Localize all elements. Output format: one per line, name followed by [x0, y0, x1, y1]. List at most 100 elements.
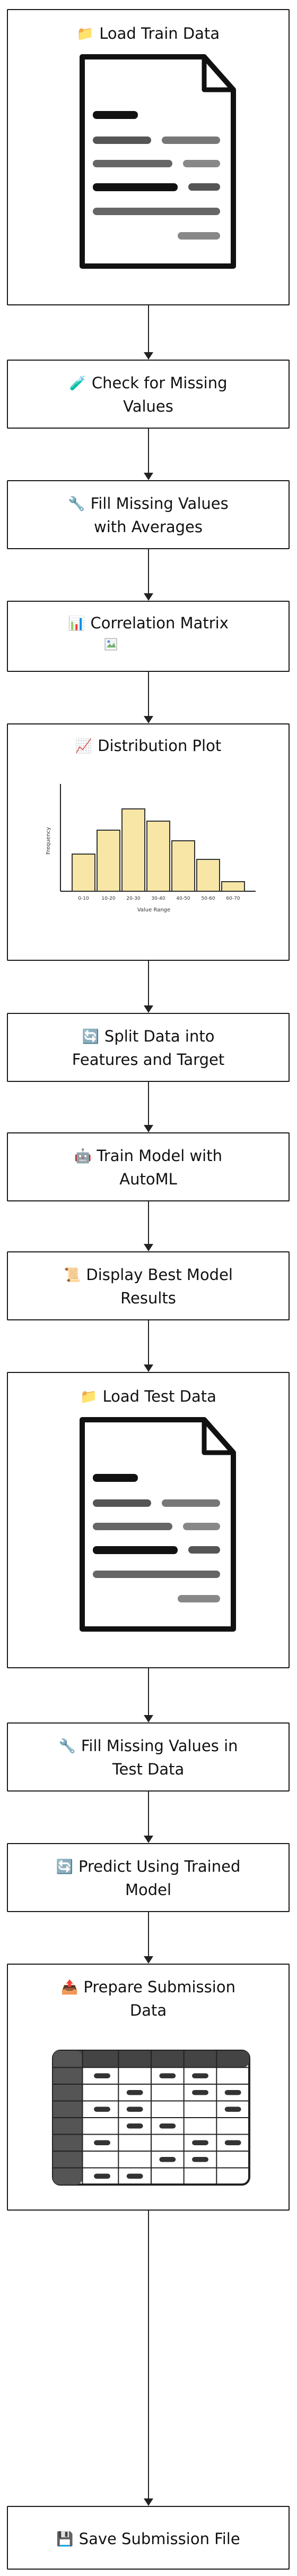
x-tick-label: 0-10 — [78, 896, 89, 901]
node-correlation-matrix: 📊Correlation Matrix — [7, 601, 290, 672]
node-label-line2: Features and Target — [72, 1051, 225, 1069]
sheet-cell-mark — [224, 2140, 241, 2145]
document-illustration — [80, 54, 236, 269]
document-illustration — [80, 1417, 236, 1632]
histogram-bar — [121, 808, 145, 892]
wrench-icon: 🔧 — [58, 1738, 76, 1754]
sheet-cell-mark — [224, 2106, 241, 2112]
sheet-cell-mark — [159, 2073, 176, 2078]
arrow-head — [144, 473, 153, 480]
node-label-line2: Results — [120, 1289, 176, 1307]
refresh-icon: 🔄 — [82, 1029, 99, 1045]
broken-image-icon — [104, 638, 117, 651]
sheet-cell-mark — [192, 2073, 208, 2078]
node-label: 📁Load Test Data — [8, 1385, 289, 1409]
robot-icon: 🤖 — [74, 1148, 92, 1164]
sheet-cell-mark — [192, 2090, 208, 2095]
node-distribution-plot: 📈Distribution Plot Frequency Value Range… — [7, 723, 290, 961]
sheet-cell-mark — [94, 2140, 110, 2145]
node-label-line2: Data — [129, 2001, 167, 2019]
sheet-cell-mark — [159, 2157, 176, 2162]
spreadsheet-illustration — [52, 2050, 250, 2186]
y-axis-label: Frequency — [46, 827, 51, 855]
flow-arrow — [148, 1201, 149, 1244]
flow-arrow — [148, 1912, 149, 1956]
sheet-cell-mark — [159, 2123, 176, 2129]
x-tick-label: 10-20 — [101, 896, 115, 901]
bar-chart-icon: 📊 — [68, 616, 85, 632]
floppy-disk-icon: 💾 — [56, 2531, 74, 2547]
flow-arrow — [148, 2211, 149, 2498]
flow-arrow — [148, 305, 149, 352]
node-label-line2: AutoML — [119, 1170, 177, 1188]
node-display-best-model: 📜Display Best Model Results — [7, 1251, 290, 1320]
sheet-cell-mark — [192, 2140, 208, 2145]
node-label: 🔄Split Data into — [8, 1025, 289, 1048]
flow-arrow — [148, 429, 149, 473]
flow-arrow — [148, 1082, 149, 1125]
node-label-line2: Values — [123, 397, 173, 415]
node-label-line2: Test Data — [112, 1760, 185, 1778]
flow-arrow — [148, 549, 149, 593]
histogram-bar — [97, 830, 120, 892]
node-label: 🔄Predict Using Trained — [8, 1855, 289, 1879]
flow-arrow — [148, 1792, 149, 1836]
histogram-bar — [196, 859, 220, 892]
arrow-head — [144, 1125, 153, 1132]
trend-chart-icon: 📈 — [75, 738, 93, 754]
wrench-icon: 🔧 — [68, 496, 85, 512]
test-tube-icon: 🧪 — [69, 376, 86, 391]
arrow-head — [144, 1005, 153, 1013]
sheet-cell-mark — [126, 2173, 143, 2179]
flow-arrow — [148, 961, 149, 1005]
node-label: 💾Save Submission File — [8, 2527, 289, 2551]
sheet-cell-mark — [224, 2090, 241, 2095]
arrow-head — [144, 1715, 153, 1722]
arrow-head — [144, 352, 153, 360]
node-label-line2: with Averages — [94, 518, 203, 536]
scroll-icon: 📜 — [64, 1267, 81, 1283]
sheet-cell-mark — [126, 2123, 143, 2129]
node-label: 🔧Fill Missing Values in — [8, 1734, 289, 1758]
x-tick-label: 30-40 — [151, 896, 165, 901]
node-fill-missing-values: 🔧Fill Missing Values with Averages — [7, 480, 290, 549]
arrow-head — [144, 2498, 153, 2506]
x-tick-label: 50-60 — [201, 896, 215, 901]
sheet-cell-mark — [126, 2090, 143, 2095]
node-split-data: 🔄Split Data into Features and Target — [7, 1013, 290, 1082]
node-label: 🔧Fill Missing Values — [8, 492, 289, 516]
histogram-bar — [72, 854, 95, 892]
node-label: 🧪Check for Missing — [8, 371, 289, 395]
node-label: 📤Prepare Submission — [8, 1975, 289, 1999]
flow-arrow — [148, 1668, 149, 1715]
arrow-head — [144, 1836, 153, 1843]
node-prepare-submission: 📤Prepare Submission Data — [7, 1964, 290, 2211]
arrow-head — [144, 1244, 153, 1251]
arrow-head — [144, 716, 153, 723]
node-load-train-data: 📁Load Train Data — [7, 9, 290, 305]
sheet-cell-mark — [192, 2157, 208, 2162]
node-train-model: 🤖Train Model with AutoML — [7, 1132, 290, 1201]
histogram-bar — [221, 881, 245, 892]
sheet-cell-mark — [94, 2073, 110, 2078]
histogram-bar — [171, 840, 195, 892]
node-label: 📁Load Train Data — [8, 22, 289, 46]
node-predict: 🔄Predict Using Trained Model — [7, 1843, 290, 1912]
node-label-line2: Model — [125, 1881, 172, 1899]
node-save-submission: 💾Save Submission File — [7, 2506, 290, 2570]
node-load-test-data: 📁Load Test Data — [7, 1372, 290, 1668]
histogram-bar — [146, 821, 170, 892]
arrow-head — [144, 1956, 153, 1964]
outbox-icon: 📤 — [61, 1980, 78, 1995]
node-label: 📊Correlation Matrix — [8, 611, 289, 635]
arrow-head — [144, 593, 153, 601]
node-label: 🤖Train Model with — [8, 1144, 289, 1168]
refresh-icon: 🔄 — [56, 1859, 74, 1875]
x-axis-label: Value Range — [137, 907, 170, 913]
sheet-cell-mark — [94, 2106, 110, 2112]
node-label: 📜Display Best Model — [8, 1263, 289, 1287]
node-fill-missing-test: 🔧Fill Missing Values in Test Data — [7, 1722, 290, 1792]
folder-icon: 📁 — [76, 26, 94, 42]
sheet-cell-mark — [126, 2106, 143, 2112]
